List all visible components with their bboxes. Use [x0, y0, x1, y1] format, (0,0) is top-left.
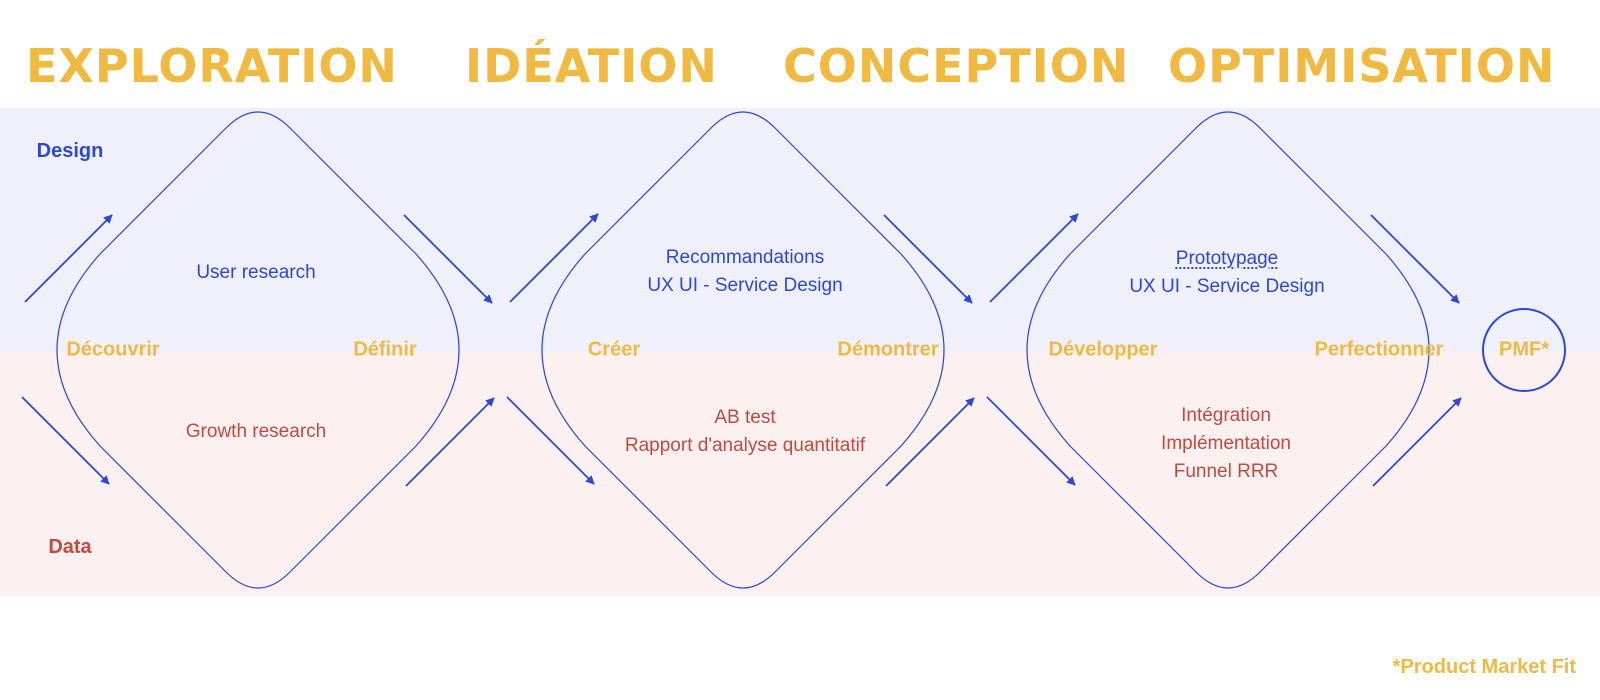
- diamond-3-design-line-2: UX UI - Service Design: [1129, 276, 1325, 297]
- arrow-converge-up-2: [885, 397, 975, 487]
- arrow-converge-down-1: [403, 214, 493, 304]
- diamond-3-data-line-1: Intégration: [1181, 405, 1271, 426]
- arrow-diverge-down-3: [986, 396, 1076, 486]
- diamond-2-data-text: AB test Rapport d'analyse quantitatif: [625, 404, 865, 460]
- diamond-3-data-text: Intégration Implémentation Funnel RRR: [1161, 402, 1291, 486]
- phase-ideation: IDÉATION: [465, 39, 718, 93]
- data-band: [0, 352, 1600, 597]
- lane-label-data: Data: [48, 536, 92, 558]
- step-decouvrir: Découvrir: [66, 338, 160, 361]
- phase-optimisation: OPTIMISATION: [1168, 39, 1556, 93]
- step-definir: Définir: [353, 338, 417, 361]
- diamond-2-design-text: Recommandations UX UI - Service Design: [647, 244, 842, 300]
- step-developper: Développer: [1048, 338, 1158, 361]
- arrow-converge-up-1: [405, 397, 495, 487]
- arrow-diverge-up-2: [509, 213, 599, 303]
- diamond-1-data-line-1: Growth research: [185, 421, 327, 442]
- diamond-2-data-line-1: AB test: [714, 407, 776, 428]
- arrow-diverge-up-1: [24, 214, 113, 303]
- diamond-2-design-line-2: UX UI - Service Design: [647, 275, 843, 296]
- footnote: *Product Market Fit: [1392, 656, 1576, 678]
- diamond-2-outline: [541, 111, 945, 589]
- diamond-1-data-text: Growth research: [186, 418, 326, 446]
- design-band: [0, 108, 1600, 352]
- diamond-3-design-line-1: Prototypage: [1175, 248, 1279, 269]
- arrow-diverge-down-1: [21, 396, 110, 485]
- diamond-3-design-text: Prototypage UX UI - Service Design: [1129, 245, 1324, 301]
- step-demontrer: Démontrer: [837, 338, 939, 361]
- diamond-2-data-line-2: Rapport d'analyse quantitatif: [624, 435, 866, 456]
- diamond-1-design-line-1: User research: [196, 262, 316, 283]
- phase-exploration: EXPLORATION: [26, 39, 398, 93]
- diamond-1-design-text: User research: [196, 259, 315, 287]
- arrow-converge-down-3: [1370, 214, 1460, 304]
- step-creer: Créer: [587, 338, 641, 361]
- arrow-converge-down-2: [883, 214, 973, 304]
- arrow-converge-up-3: [1372, 397, 1462, 487]
- lane-label-design: Design: [36, 140, 104, 162]
- diamond-3-outline: [1026, 111, 1430, 589]
- diamond-2-design-line-1: Recommandations: [665, 247, 825, 268]
- pmf-label: PMF*: [1499, 338, 1549, 361]
- arrow-diverge-down-2: [506, 396, 595, 485]
- diamond-1-outline: [56, 111, 460, 589]
- arrow-diverge-up-3: [989, 213, 1079, 303]
- diamond-3-data-line-2: Implémentation: [1161, 433, 1291, 454]
- step-perfectionner: Perfectionner: [1314, 338, 1444, 361]
- diamond-3-data-line-3: Funnel RRR: [1173, 461, 1279, 482]
- pmf-circle: [1482, 308, 1566, 392]
- phase-conception: CONCEPTION: [783, 39, 1130, 93]
